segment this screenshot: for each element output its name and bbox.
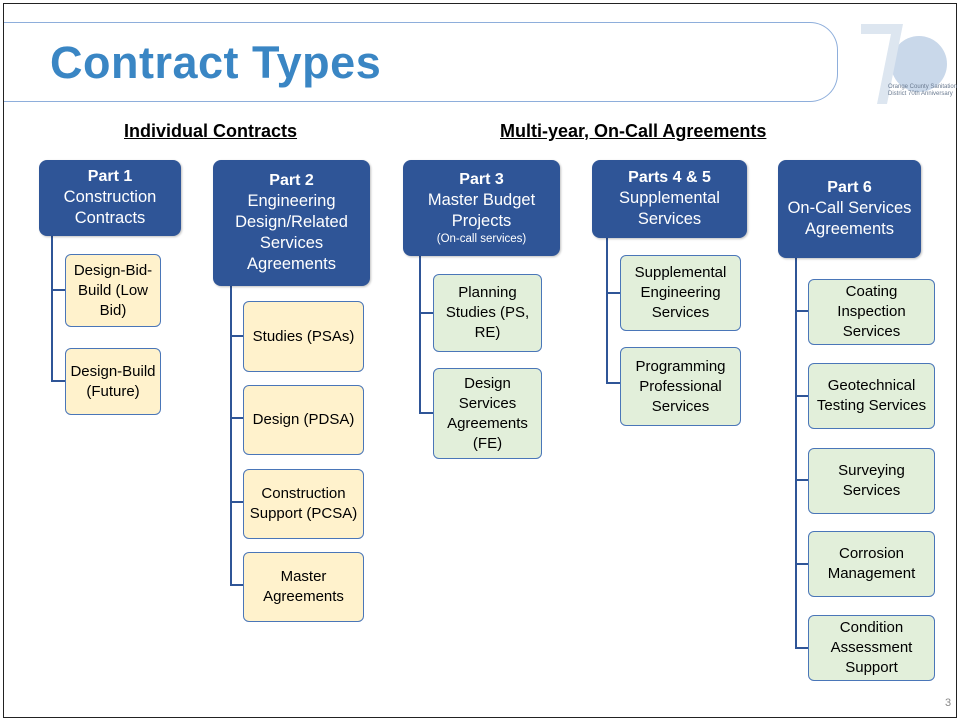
part-2-header: Part 2 Engineering Design/Related Servic… [213,160,370,286]
contract-box-master-agreements: Master Agreements [243,552,364,622]
page-number: 3 [945,697,952,709]
part-description: Engineering Design/Related Services Agre… [235,192,348,273]
part-number: Part 6 [827,179,872,196]
title-band [4,22,838,102]
contract-box-design-bid-build: Design-Bid-Build (Low Bid) [65,254,161,327]
contract-box-design-services-agreements: Design Services Agreements (FE) [433,368,542,459]
contract-box-studies: Studies (PSAs) [243,301,364,372]
parts-4-5-header: Parts 4 & 5 Supplemental Services [592,160,747,238]
contract-box-programming-professional: Programming Professional Services [620,347,741,426]
contract-box-coating-inspection: Coating Inspection Services [808,279,935,345]
part-description: Construction Contracts [63,188,157,227]
ocsd-70th-anniversary-logo [861,24,947,104]
part-number: Part 3 [459,171,504,188]
section-heading-multiyear: Multi-year, On-Call Agreements [500,121,767,141]
slide-title: Contract Types [50,37,382,88]
section-heading-individual: Individual Contracts [124,121,298,141]
contract-box-planning-studies: Planning Studies (PS, RE) [433,274,542,352]
contract-box-surveying: Surveying Services [808,448,935,514]
contract-box-supplemental-engineering: Supplemental Engineering Services [620,255,741,331]
contract-box-corrosion-management: Corrosion Management [808,531,935,597]
contract-box-construction-support: Construction Support (PCSA) [243,469,364,539]
part-note: (On-call services) [436,233,527,245]
contract-box-design: Design (PDSA) [243,385,364,455]
contract-box-design-build: Design-Build (Future) [65,348,161,415]
logo-caption: Orange County Sanitation District 70th A… [888,84,958,97]
part-description: Supplemental Services [619,189,720,228]
part-3-header: Part 3 Master Budget Projects (On-call s… [403,160,560,256]
part-6-header: Part 6 On-Call Services Agreements [778,160,921,258]
contract-box-condition-assessment: Condition Assessment Support [808,615,935,681]
part-number: Parts 4 & 5 [628,169,711,186]
part-number: Part 1 [87,168,133,185]
part-1-header: Part 1 Construction Contracts [39,160,181,236]
part-description: On-Call Services Agreements [787,199,912,238]
contract-box-geotechnical-testing: Geotechnical Testing Services [808,363,935,429]
part-description: Master Budget Projects [427,191,536,230]
part-number: Part 2 [269,172,314,189]
